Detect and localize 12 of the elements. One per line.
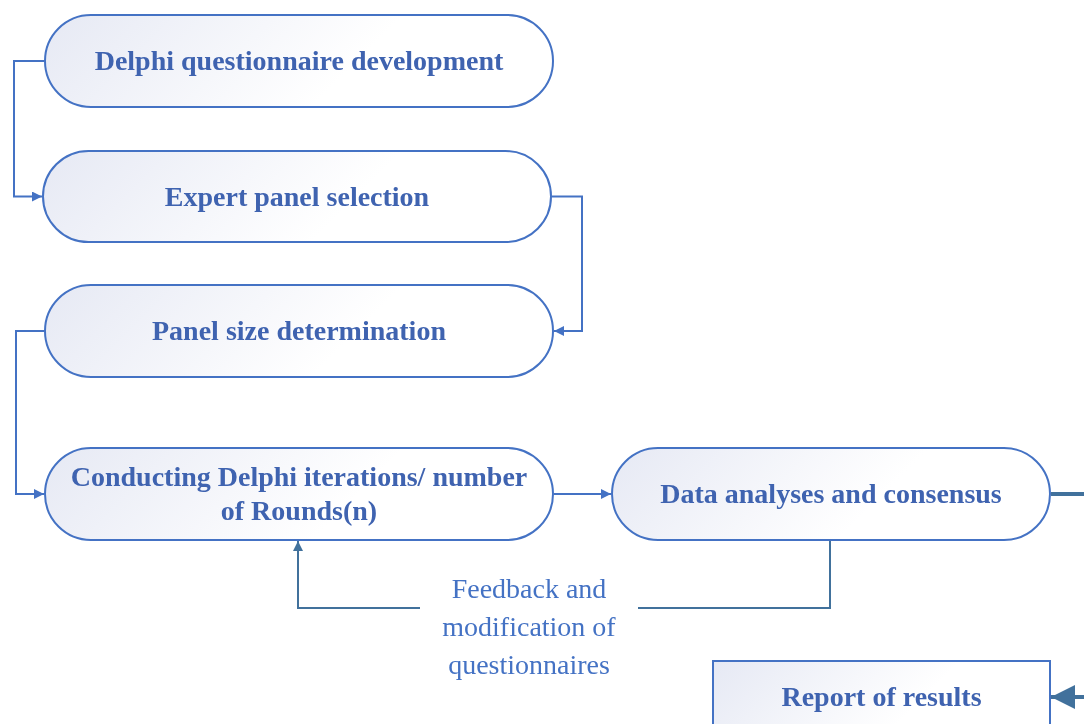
node-text: Expert panel selection bbox=[164, 179, 430, 214]
node-text: Data analyses and consensus bbox=[660, 477, 1002, 511]
connector-arrow bbox=[553, 489, 612, 499]
connector-arrow bbox=[551, 195, 583, 336]
connector-arrow bbox=[15, 330, 45, 499]
connector-arrow bbox=[13, 60, 45, 202]
node-text: Delphi questionnaire development bbox=[94, 44, 504, 78]
connector-arrow bbox=[1051, 685, 1084, 709]
process-box bbox=[712, 660, 1051, 724]
node-text: Panel size determination bbox=[152, 314, 446, 348]
node-text: Report of results bbox=[781, 680, 982, 714]
node-text: Conducting Delphi iterations/ number of Rounds(n) bbox=[69, 460, 529, 528]
